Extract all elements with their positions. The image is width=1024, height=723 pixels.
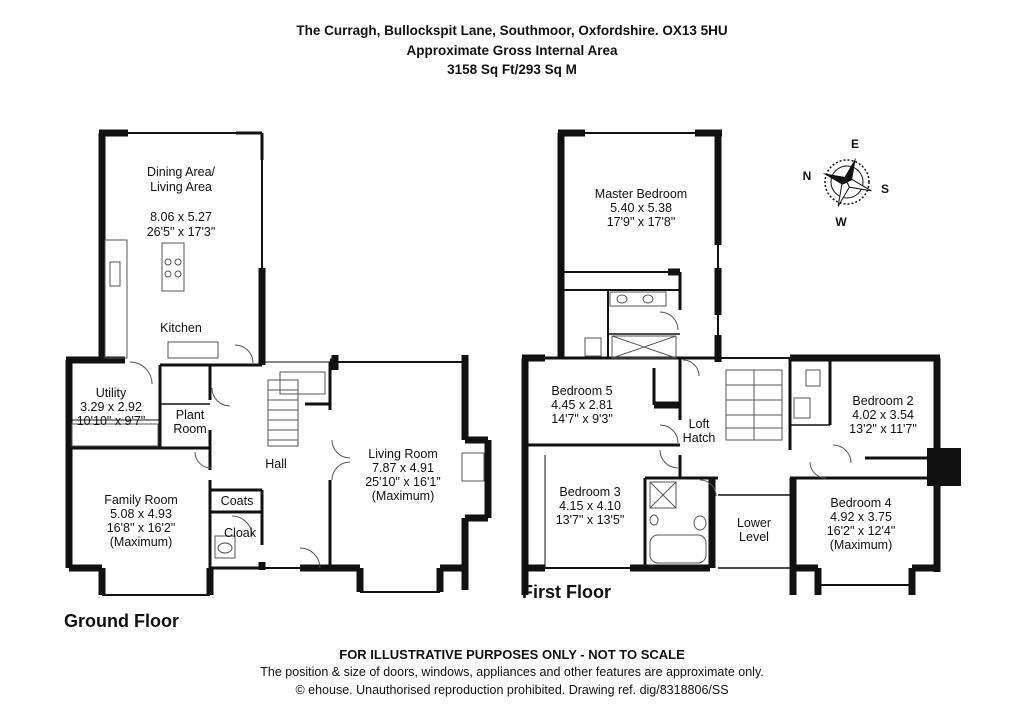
svg-text:4.15 x 4.10: 4.15 x 4.10: [559, 499, 621, 513]
svg-text:4.92 x 3.75: 4.92 x 3.75: [830, 510, 892, 524]
svg-text:13'7" x 13'5": 13'7" x 13'5": [556, 513, 625, 527]
svg-text:(Maximum): (Maximum): [372, 489, 435, 503]
svg-text:26'5" x 17'3": 26'5" x 17'3": [147, 225, 216, 239]
svg-text:Living Area: Living Area: [150, 180, 212, 194]
svg-text:4.02 x 3.54: 4.02 x 3.54: [852, 408, 914, 422]
living-room-label: Living Room 7.87 x 4.91 25'10" x 16'1" (…: [365, 447, 441, 503]
ground-floor-walls: [65, 129, 492, 596]
svg-text:Lower: Lower: [737, 516, 771, 530]
compass-e: E: [851, 137, 859, 151]
first-floor-title: First Floor: [522, 582, 611, 602]
ground-floor-fixtures: [71, 239, 485, 569]
svg-text:13'2" x 11'7": 13'2" x 11'7": [849, 422, 917, 436]
bedroom-5-label: Bedroom 5 4.45 x 2.81 14'7" x 9'3": [551, 384, 613, 426]
svg-text:14'7" x 9'3": 14'7" x 9'3": [551, 412, 613, 426]
svg-text:4.45 x 2.81: 4.45 x 2.81: [551, 398, 613, 412]
svg-text:(Maximum): (Maximum): [110, 535, 173, 549]
svg-text:Bedroom 5: Bedroom 5: [551, 384, 612, 398]
svg-text:17'9" x 17'8": 17'9" x 17'8": [607, 215, 676, 229]
coats-label: Coats: [221, 494, 254, 508]
copyright: © ehouse. Unauthorised reproduction proh…: [295, 683, 729, 697]
dining-area-label: Dining Area/ Living Area 8.06 x 5.27 26'…: [147, 165, 216, 239]
svg-text:Living Room: Living Room: [368, 447, 437, 461]
disclaimer: FOR ILLUSTRATIVE PURPOSES ONLY - NOT TO …: [339, 647, 685, 662]
first-floor-walls: [521, 129, 961, 595]
utility-label: Utility 3.29 x 2.92 10'10" x 9'7": [77, 386, 146, 428]
ground-floor-title: Ground Floor: [64, 611, 179, 631]
area-title: Approximate Gross Internal Area: [406, 43, 618, 58]
loft-hatch-label: Loft Hatch: [683, 417, 716, 445]
hall-label: Hall: [265, 457, 287, 471]
compass-s: S: [881, 182, 889, 196]
svg-text:16'8" x 16'2": 16'8" x 16'2": [107, 521, 176, 535]
svg-text:3.29 x 2.92: 3.29 x 2.92: [80, 400, 142, 414]
svg-text:Level: Level: [739, 530, 769, 544]
svg-text:Loft: Loft: [689, 417, 710, 431]
svg-text:Family Room: Family Room: [104, 493, 178, 507]
svg-text:Bedroom 4: Bedroom 4: [830, 496, 891, 510]
lower-level-label: Lower Level: [737, 516, 771, 544]
plant-room-label: Plant Room: [173, 408, 206, 436]
svg-text:Hatch: Hatch: [683, 431, 716, 445]
svg-text:5.08 x 4.93: 5.08 x 4.93: [110, 507, 172, 521]
svg-text:25'10" x 16'1": 25'10" x 16'1": [365, 475, 441, 489]
area-value: 3158 Sq Ft/293 Sq M: [447, 62, 577, 77]
svg-text:Room: Room: [173, 422, 206, 436]
svg-text:10'10" x 9'7": 10'10" x 9'7": [77, 414, 146, 428]
master-bedroom-label: Master Bedroom 5.40 x 5.38 17'9" x 17'8": [595, 187, 687, 229]
compass-w: W: [835, 215, 847, 229]
svg-text:8.06 x 5.27: 8.06 x 5.27: [150, 210, 212, 224]
svg-text:5.40 x 5.38: 5.40 x 5.38: [610, 201, 672, 215]
svg-text:Utility: Utility: [96, 386, 127, 400]
family-room-label: Family Room 5.08 x 4.93 16'8" x 16'2" (M…: [104, 493, 178, 549]
svg-text:Bedroom 2: Bedroom 2: [852, 394, 913, 408]
svg-text:(Maximum): (Maximum): [830, 538, 893, 552]
first-floor-fixtures: [584, 291, 852, 564]
svg-text:Master Bedroom: Master Bedroom: [595, 187, 687, 201]
cloak-label: Cloak: [224, 526, 257, 540]
address-title: The Curragh, Bullockspit Lane, Southmoor…: [296, 23, 728, 38]
bedroom-4-label: Bedroom 4 4.92 x 3.75 16'2" x 12'4" (Max…: [827, 496, 896, 552]
kitchen-label: Kitchen: [160, 321, 202, 335]
bedroom-3-label: Bedroom 3 4.15 x 4.10 13'7" x 13'5": [556, 485, 625, 527]
svg-text:Dining Area/: Dining Area/: [147, 165, 216, 179]
svg-text:Bedroom 3: Bedroom 3: [559, 485, 620, 499]
compass-n: N: [803, 169, 812, 183]
svg-text:7.87 x 4.91: 7.87 x 4.91: [372, 461, 434, 475]
bedroom-2-label: Bedroom 2 4.02 x 3.54 13'2" x 11'7": [849, 394, 917, 436]
svg-text:Plant: Plant: [176, 408, 205, 422]
footer-note: The position & size of doors, windows, a…: [260, 665, 764, 679]
svg-text:16'2" x 12'4": 16'2" x 12'4": [827, 524, 896, 538]
compass-rose: E N S W: [803, 137, 889, 229]
